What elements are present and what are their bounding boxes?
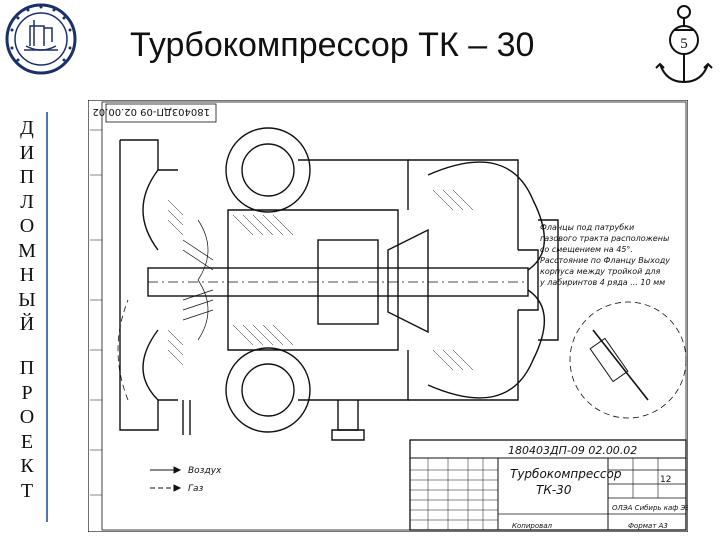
product-model: ТК-30 <box>536 483 572 497</box>
stamp-org: ОЛЭА Сибирь каф ЭЭСУ <box>612 504 688 512</box>
note-line: Фланцы под патрубки <box>540 223 634 232</box>
side-letter: Р <box>21 381 33 404</box>
side-letter: Л <box>20 190 34 213</box>
slide-title: Турбокомпрессор ТК – 30 <box>130 26 535 64</box>
note-line: газового тракта расположены <box>540 234 669 243</box>
side-letter: П <box>19 357 35 379</box>
note-line: корпуса между тройкой для <box>540 267 661 276</box>
note-line: Расстояние по Фланцу Выходу <box>540 256 670 265</box>
side-divider <box>46 112 48 522</box>
side-letter: И <box>19 141 35 164</box>
doc-code-top: 180403ДП-09 02.00.02 <box>92 106 210 117</box>
product-name: Турбокомпрессор <box>510 467 622 481</box>
doc-code-stamp: 180403ДП-09 02.00.02 <box>508 444 637 457</box>
sheet-number: 12 <box>660 475 671 485</box>
side-letter: Е <box>20 430 34 453</box>
side-letter: П <box>19 166 35 188</box>
side-letter: Т <box>20 479 34 502</box>
side-letter: Д <box>20 117 34 139</box>
emblem-logo <box>5 3 77 75</box>
note-line: со смещением на 45°. <box>540 245 633 254</box>
turbocompressor-drawing: 180403ДП-09 02.00.02 <box>88 100 688 532</box>
side-letter: Ы <box>18 288 36 311</box>
side-letter: М <box>18 239 36 262</box>
page-number: 5 <box>680 36 688 52</box>
stamp-format: Формат А3 <box>628 522 668 530</box>
stamp-copied: Копировал <box>512 522 553 530</box>
note-line: у лабиринтов 4 ряда ... 10 мм <box>539 278 665 287</box>
side-letter: К <box>20 455 34 477</box>
side-word-proekt: П Р О Е К Т <box>14 356 40 503</box>
legend-air: Воздух <box>188 466 222 476</box>
side-letter: О <box>19 215 35 237</box>
side-letter: О <box>19 406 35 428</box>
side-letter: Н <box>19 264 35 286</box>
side-letter: Й <box>19 313 35 335</box>
legend-gas: Газ <box>188 484 204 494</box>
side-word-diplomny: Д И П Л О М Н Ы Й <box>14 116 40 337</box>
anchor-icon <box>655 5 713 84</box>
